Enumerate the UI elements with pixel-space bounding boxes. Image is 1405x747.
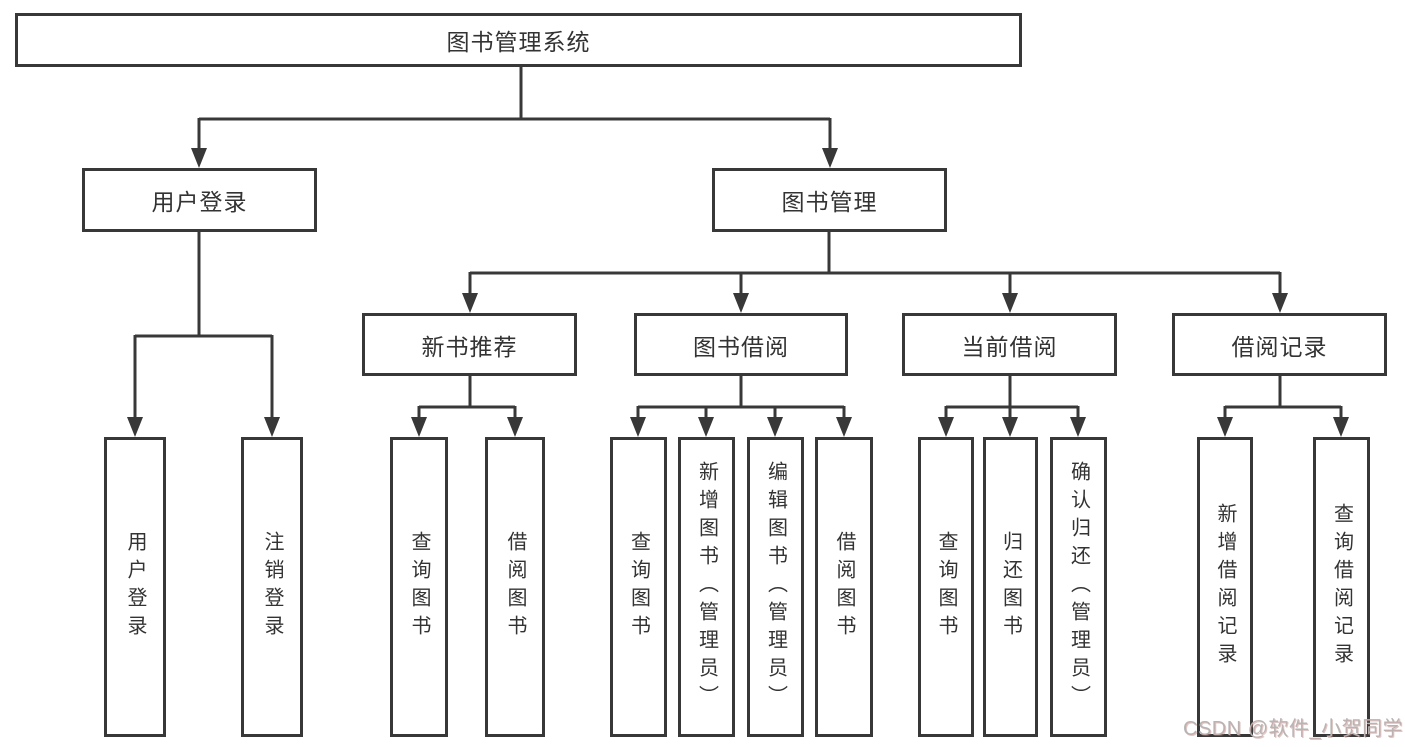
- node-new-book-rec: 新书推荐: [362, 313, 577, 376]
- node-bb-edit-book: 编辑图书（管理员）: [747, 437, 804, 737]
- node-current-borrow: 当前借阅: [902, 313, 1117, 376]
- node-bb-query-book-label: 查询图书: [627, 531, 650, 643]
- node-bb-add-book-label: 新增图书（管理员）: [695, 461, 718, 713]
- node-user-login-group-label: 用户登录: [151, 189, 248, 215]
- node-logout: 注销登录: [241, 437, 303, 737]
- node-book-borrow-label: 图书借阅: [693, 333, 789, 360]
- node-book-borrow: 图书借阅: [634, 313, 848, 376]
- node-borrow-records-label: 借阅记录: [1231, 333, 1328, 360]
- node-new-book-rec-label: 新书推荐: [421, 333, 518, 360]
- node-root-label: 图书管理系统: [446, 29, 591, 55]
- node-nbr-query-book-label: 查询图书: [408, 531, 430, 643]
- node-bb-borrow-book-label: 借阅图书: [833, 531, 855, 643]
- node-cb-confirm-return-label: 确认归还（管理员）: [1067, 461, 1090, 713]
- node-bb-query-book: 查询图书: [610, 437, 667, 737]
- watermark: CSDN @软件_小贺同学: [1183, 718, 1404, 740]
- node-br-add-record: 新增借阅记录: [1197, 437, 1253, 737]
- node-br-add-record-label: 新增借阅记录: [1214, 503, 1236, 671]
- node-user-login: 用户登录: [104, 437, 166, 737]
- node-bb-add-book: 新增图书（管理员）: [678, 437, 735, 737]
- node-cb-return-book-label: 归还图书: [999, 531, 1022, 643]
- node-cb-query-book-label: 查询图书: [935, 531, 957, 643]
- node-book-mgmt-group-label: 图书管理: [781, 189, 878, 215]
- node-cb-return-book: 归还图书: [983, 437, 1038, 737]
- node-bb-edit-book-label: 编辑图书（管理员）: [764, 461, 787, 713]
- node-current-borrow-label: 当前借阅: [961, 333, 1058, 360]
- node-nbr-borrow-book: 借阅图书: [485, 437, 545, 737]
- node-br-query-record: 查询借阅记录: [1313, 437, 1370, 737]
- node-nbr-query-book: 查询图书: [390, 437, 448, 737]
- node-user-login-label: 用户登录: [124, 531, 146, 643]
- node-logout-label: 注销登录: [261, 531, 283, 643]
- node-bb-borrow-book: 借阅图书: [815, 437, 873, 737]
- node-cb-confirm-return: 确认归还（管理员）: [1050, 437, 1107, 737]
- node-root: 图书管理系统: [15, 13, 1022, 67]
- node-br-query-record-label: 查询借阅记录: [1330, 503, 1353, 671]
- node-user-login-group: 用户登录: [82, 168, 317, 232]
- node-book-mgmt-group: 图书管理: [712, 168, 947, 232]
- node-borrow-records: 借阅记录: [1172, 313, 1387, 376]
- node-cb-query-book: 查询图书: [918, 437, 974, 737]
- node-nbr-borrow-book-label: 借阅图书: [504, 531, 526, 643]
